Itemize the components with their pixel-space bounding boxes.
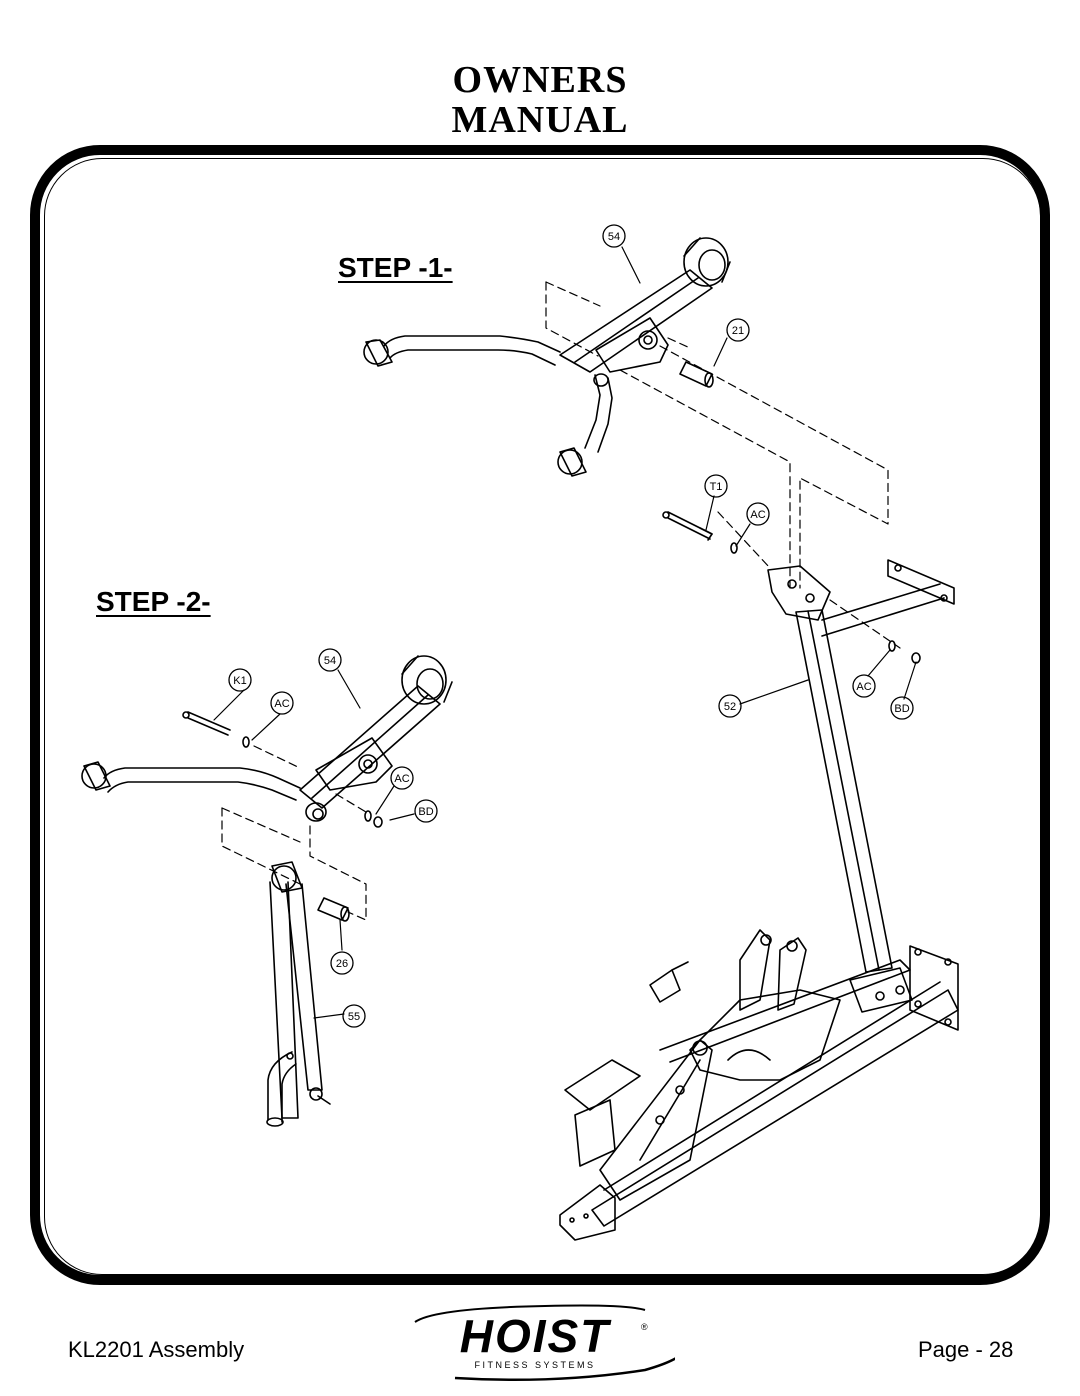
step-2-heading: STEP -2- xyxy=(96,586,211,617)
step1-arm-part-54 xyxy=(363,237,731,477)
title-line-1: OWNERS xyxy=(452,59,628,101)
callout-bd-frame: BD xyxy=(894,703,909,715)
callout-ac-step2: AC xyxy=(394,773,409,785)
callout-ac-step1: AC xyxy=(750,509,765,521)
callout-54-step1: 54 xyxy=(608,231,620,243)
step1-alignment-lines xyxy=(545,281,901,649)
assembly-label: KL2201 Assembly xyxy=(68,1337,245,1362)
callout-ac-step2-top: AC xyxy=(274,698,289,710)
step2-hardware xyxy=(182,711,383,828)
logo-registered: ® xyxy=(641,1322,648,1332)
step-1-heading: STEP -1- xyxy=(338,252,453,283)
callout-bubbles xyxy=(228,224,914,1028)
logo-tagline: FITNESS SYSTEMS xyxy=(474,1360,595,1370)
logo-brand: HOIST xyxy=(460,1310,612,1362)
title-line-2: MANUAL xyxy=(451,99,629,141)
step2-alignment-lines xyxy=(221,745,367,921)
callout-bd-step2: BD xyxy=(418,806,433,818)
frame-post-part-52 xyxy=(767,559,955,973)
leader-lines xyxy=(213,246,917,1019)
callout-52: 52 xyxy=(724,701,736,713)
step2-arm-part-54 xyxy=(81,655,453,822)
callout-26: 26 xyxy=(336,958,348,970)
drawing-frame-inner xyxy=(44,158,1041,1275)
callout-54-step2: 54 xyxy=(324,655,336,667)
callout-55: 55 xyxy=(348,1011,360,1023)
drawing-frame-outer xyxy=(30,145,1050,1285)
hoist-logo: HOIST ® FITNESS SYSTEMS xyxy=(414,1304,675,1382)
callout-ac-frame: AC xyxy=(856,681,871,693)
page-number: Page - 28 xyxy=(918,1337,1014,1362)
callout-t1: T1 xyxy=(710,481,723,493)
step2-axle-part-26 xyxy=(317,897,350,922)
step2-handle-part-55 xyxy=(266,861,331,1127)
base-frame-assembly xyxy=(559,929,959,1241)
callout-21: 21 xyxy=(732,325,744,337)
callout-k1: K1 xyxy=(233,675,246,687)
